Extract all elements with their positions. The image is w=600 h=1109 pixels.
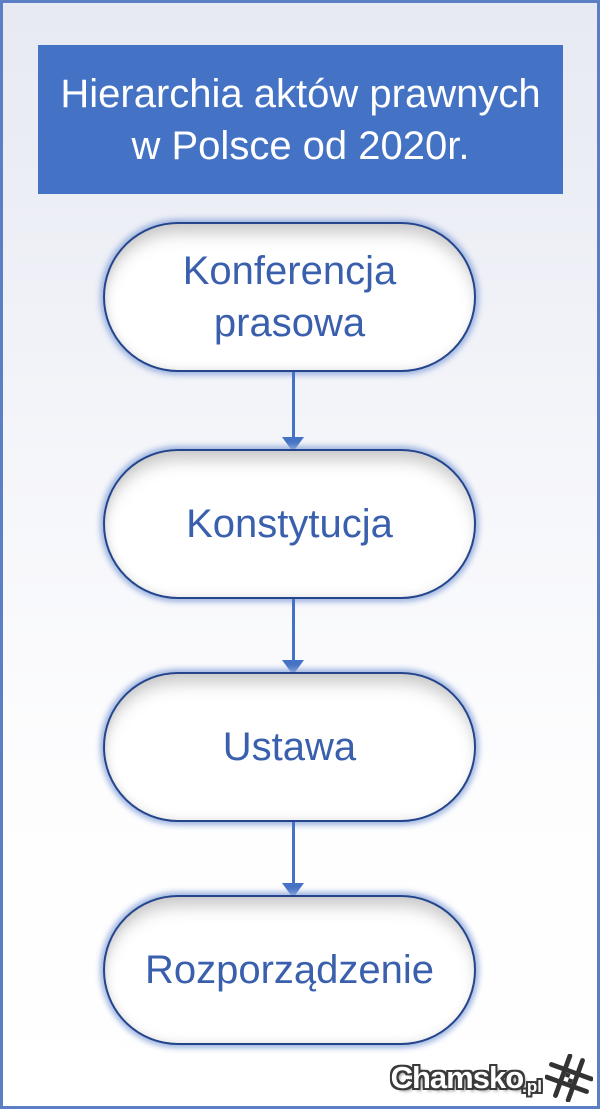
watermark-tld: .pl: [522, 1077, 542, 1096]
arrow-line: [291, 822, 295, 883]
node-ustawa: Ustawa: [103, 672, 476, 822]
title-banner: Hierarchia aktów prawnych w Polsce od 20…: [38, 45, 563, 194]
title-line-1: Hierarchia aktów prawnych: [60, 71, 541, 116]
watermark: Chamsko.pl: [391, 1054, 593, 1102]
arrow-down-icon: [282, 883, 304, 898]
arrow-down-icon: [282, 437, 304, 452]
arrow-down-icon: [282, 660, 304, 675]
node-label: Ustawa: [222, 725, 357, 769]
watermark-brand: Chamsko: [390, 1060, 525, 1095]
node-label: Konferencja prasowa: [182, 249, 397, 345]
flow-arrow-1: [281, 372, 305, 452]
node-konferencja-prasowa: Konferencja prasowa: [103, 222, 476, 372]
node-konstytucja: Konstytucja: [103, 449, 476, 599]
arrow-line: [291, 599, 295, 660]
arrow-line: [291, 372, 295, 437]
node-rozporzadzenie: Rozporządzenie: [103, 895, 476, 1045]
hash-icon: [545, 1054, 593, 1102]
flow-arrow-3: [281, 822, 305, 898]
node-label: Rozporządzenie: [144, 948, 435, 992]
node-label: Konstytucja: [186, 502, 393, 546]
title-line-2: w Polsce od 2020r.: [131, 123, 470, 168]
flow-arrow-2: [281, 599, 305, 675]
